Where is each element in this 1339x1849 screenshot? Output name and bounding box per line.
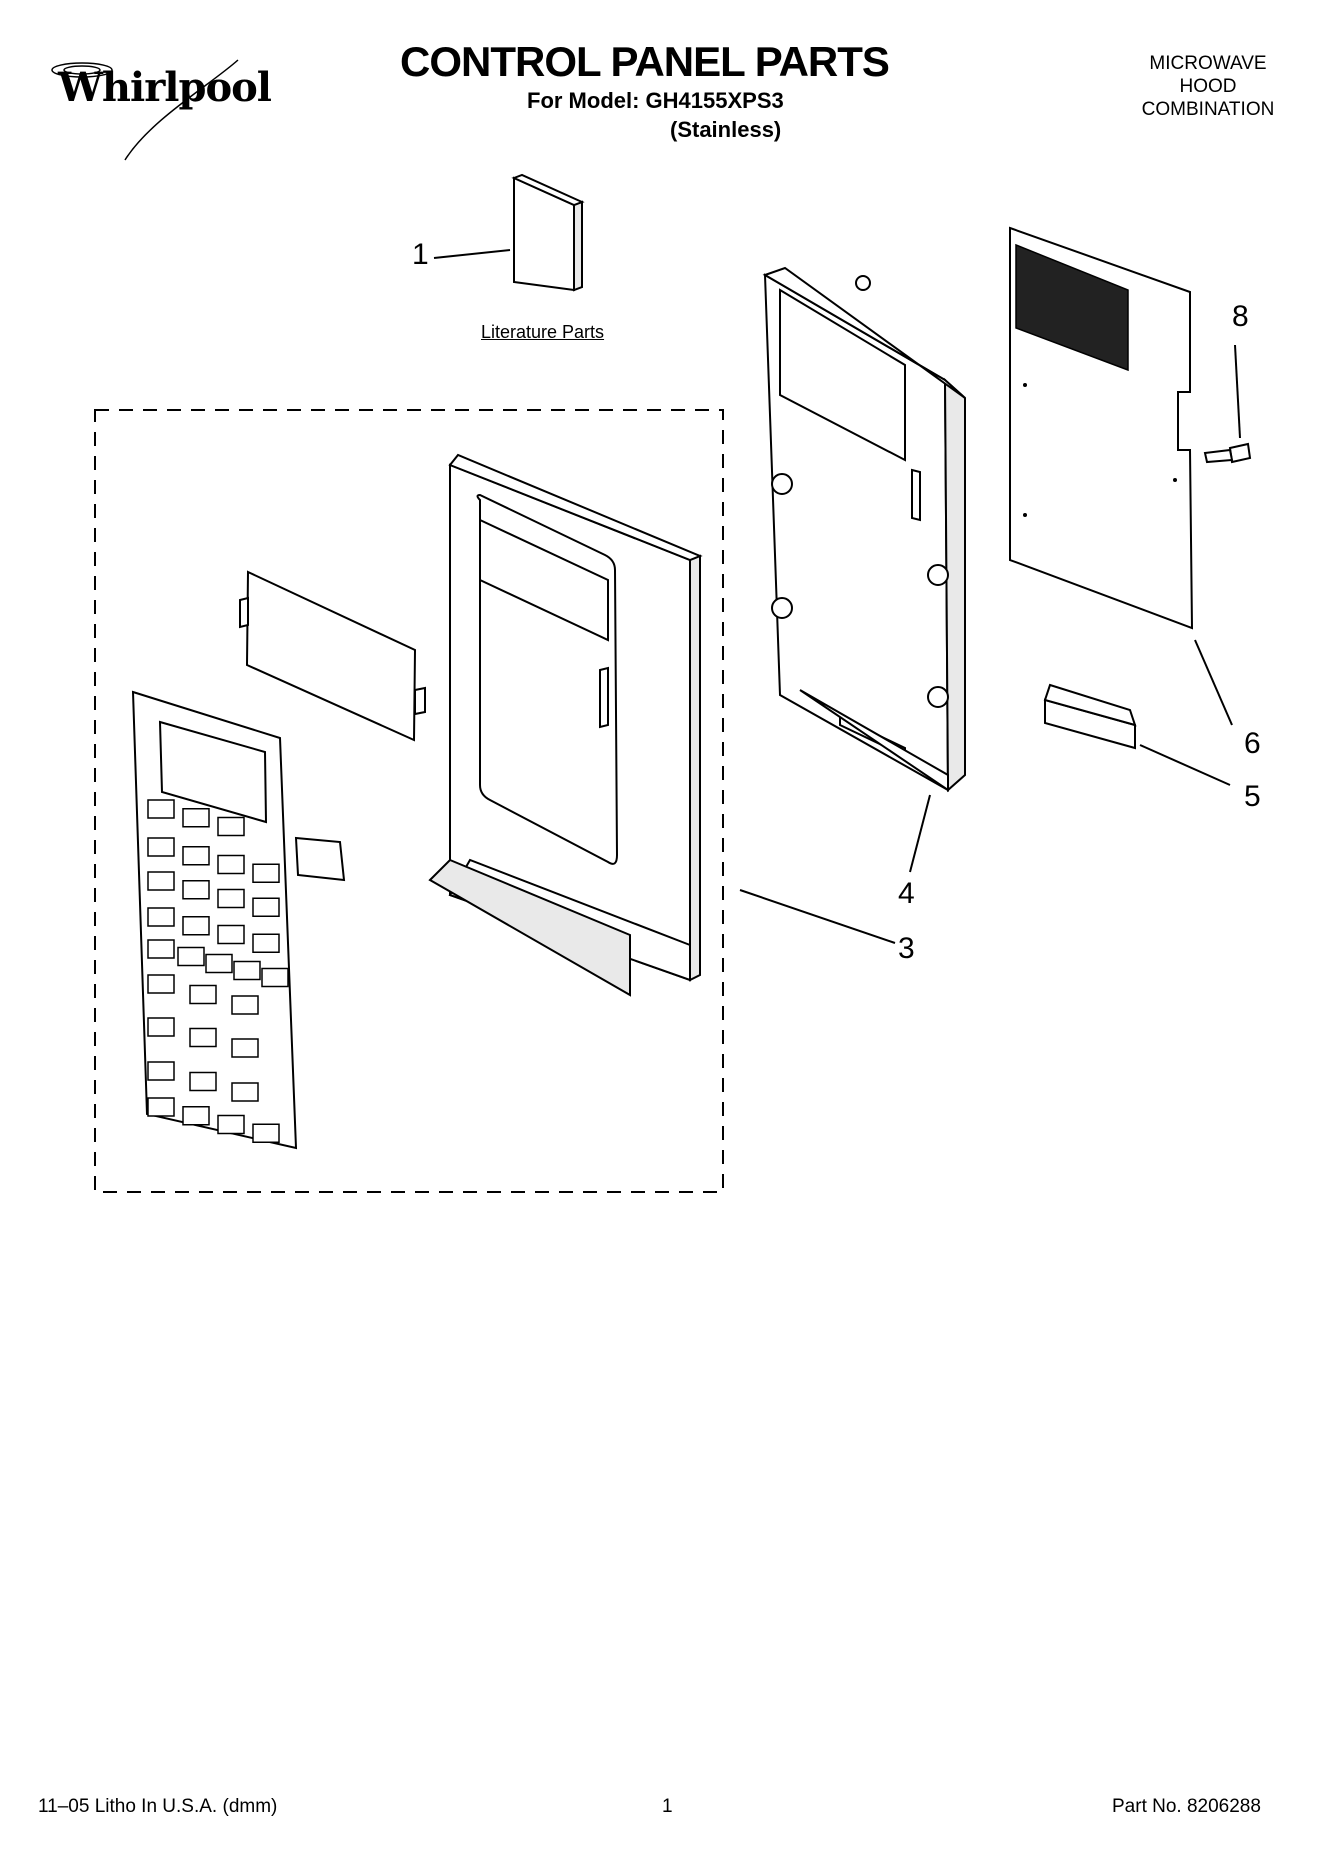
display-window <box>239 570 426 742</box>
litho-note: 11–05 Litho In U.S.A. (dmm) <box>38 1796 278 1817</box>
keypad-key <box>147 1061 175 1081</box>
keypad-key <box>217 888 245 909</box>
keypad-key <box>182 846 210 866</box>
keypad-key <box>189 984 217 1005</box>
leader-line-5 <box>1139 744 1231 786</box>
keypad-key <box>147 907 175 927</box>
keypad-key <box>182 808 210 828</box>
callout-3: 3 <box>898 932 915 965</box>
keypad-key <box>231 995 259 1015</box>
leader-line-3 <box>739 889 896 944</box>
keypad-key <box>147 871 175 891</box>
keypad-key <box>233 960 261 981</box>
screw <box>1203 442 1252 464</box>
keypad-key <box>147 799 175 819</box>
control-panel-frame <box>428 453 703 997</box>
keypad-key <box>182 916 210 936</box>
model-line: For Model: GH4155XPS3 <box>527 88 784 113</box>
part-number: Part No. 8206288 <box>1112 1796 1261 1817</box>
keypad-key <box>252 933 280 953</box>
keypad-key <box>252 863 280 883</box>
literature-booklet <box>511 173 585 292</box>
keypad-key <box>231 1082 259 1102</box>
leader-line-1 <box>433 249 511 259</box>
keypad-key <box>217 816 245 837</box>
whirlpool-swirl-icon <box>51 59 239 161</box>
callout-6: 6 <box>1244 727 1261 760</box>
callout-5: 5 <box>1244 780 1261 813</box>
keypad-key <box>177 946 205 967</box>
keypad-key <box>147 974 175 994</box>
keypad-key <box>261 967 289 988</box>
keypad-key <box>189 1027 217 1048</box>
keypad-key <box>182 880 210 900</box>
page-number: 1 <box>662 1796 673 1817</box>
keypad-key <box>147 1017 175 1037</box>
finish-line: (Stainless) <box>670 117 782 142</box>
callout-8: 8 <box>1232 300 1249 333</box>
keypad-key <box>252 897 280 917</box>
keypad-key <box>147 939 175 959</box>
keypad-key <box>217 1114 245 1135</box>
connector-clip <box>1043 683 1137 750</box>
keypad-key <box>189 1071 217 1092</box>
assembly-group-box <box>94 409 724 1193</box>
keypad-key <box>217 924 245 945</box>
control-housing <box>762 266 966 793</box>
leader-line-6 <box>1194 639 1233 726</box>
literature-parts-label: Literature Parts <box>481 322 605 342</box>
keypad-key <box>231 1038 259 1058</box>
keypad-key <box>147 837 175 857</box>
keypad-key <box>147 1097 175 1117</box>
keypad-key <box>182 1106 210 1126</box>
page-title: CONTROL PANEL PARTS <box>400 38 890 85</box>
keypad-key <box>217 854 245 875</box>
control-board <box>1009 226 1194 630</box>
keypad-key <box>252 1123 280 1143</box>
callout-4: 4 <box>898 877 915 910</box>
product-type: MICROWAVE HOOD COMBINATION <box>1141 53 1275 120</box>
callout-1: 1 <box>412 238 429 271</box>
brand-logo: Whirlpool <box>58 64 272 111</box>
keypad-key <box>205 953 233 974</box>
leader-line-4 <box>909 794 931 873</box>
leader-line-8 <box>1234 344 1241 439</box>
keypad-membrane <box>131 690 346 1150</box>
